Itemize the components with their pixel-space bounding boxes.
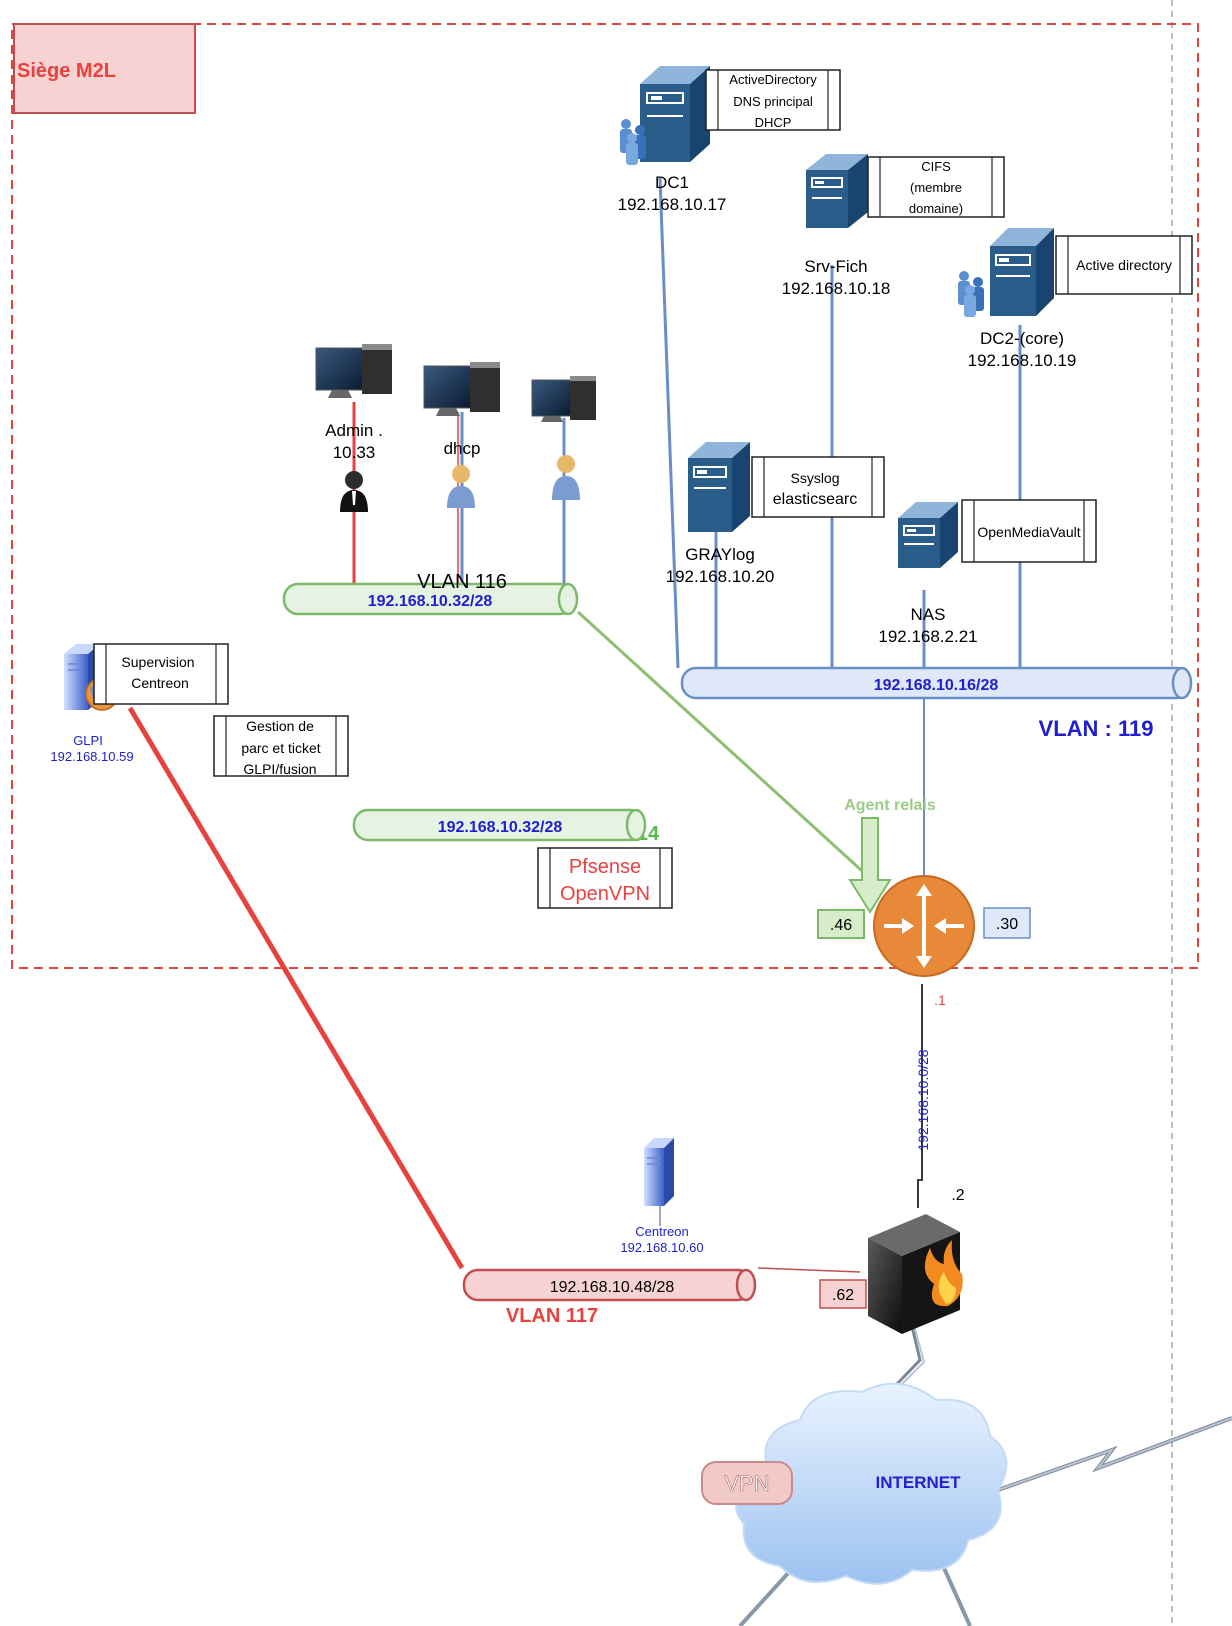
centreon-ip: 192.168.10.60	[620, 1240, 703, 1255]
glpi-box1-line-2: Centreon	[131, 675, 189, 691]
admin-client-ip: 10.33	[333, 443, 376, 462]
nas-ip: 192.168.2.21	[878, 627, 977, 646]
srvfich-ip: 192.168.10.18	[782, 279, 891, 298]
nas-role-1: OpenMediaVault	[977, 524, 1080, 540]
router-bottom-port: .1	[934, 992, 946, 1008]
vpn-label: VPN	[724, 1471, 769, 1496]
graylog-ip: 192.168.10.20	[666, 567, 775, 586]
admin-computer-icon	[315, 344, 392, 398]
graylog-role-box: Ssyslog elasticsearc	[751, 456, 885, 518]
glpi-gestion-box: Gestion de parc et ticket GLPI/fusion	[213, 715, 349, 777]
srvfich-role-1: CIFS	[921, 159, 951, 174]
dc1-role-box: ActiveDirectory DNS principal DHCP	[705, 69, 841, 131]
pfsense-line-1: Pfsense	[569, 856, 641, 878]
router-right-port: .30	[996, 916, 1018, 933]
dhcp-computer-icon	[423, 362, 500, 416]
router-left-port-box	[817, 909, 865, 939]
dc1-name: DC1	[655, 173, 689, 192]
glpi-ip: 192.168.10.59	[50, 749, 133, 764]
dc1-users-icon	[620, 119, 646, 165]
vlan119-subnet: 192.168.10.16/28	[874, 677, 999, 694]
glpi-box2-line-2: parc et ticket	[241, 740, 320, 756]
admin-client-name: Admin .	[325, 421, 383, 440]
vlan116-subnet: 192.168.10.32/28	[368, 593, 493, 610]
glpi-supervision-box: Supervision Centreon	[93, 643, 229, 705]
user3-user-icon	[552, 455, 580, 500]
dhcp-user-icon	[447, 465, 475, 508]
vlan119-label: VLAN : 119	[1039, 716, 1154, 741]
glpi-name: GLPI	[73, 733, 103, 748]
agent-relais-arrow-icon	[848, 817, 892, 914]
wan-subnet: 192.168.10.0/28	[915, 1049, 931, 1150]
firewall-top-port: .2	[951, 1187, 964, 1204]
vlan116-bus: 192.168.10.32/28	[282, 582, 579, 616]
vlan119-bus: 192.168.10.16/28	[680, 666, 1193, 700]
site-label: Siège M2L	[17, 60, 116, 82]
dc2-server-icon	[990, 228, 1054, 316]
pfsense-box: Pfsense OpenVPN	[537, 847, 673, 909]
router-icon	[873, 875, 975, 977]
router-right-port-box	[983, 907, 1031, 939]
graylog-name: GRAYlog	[685, 545, 755, 564]
site-label-box	[13, 23, 196, 114]
dc2-name: DC2-(core)	[980, 329, 1064, 348]
vlan117-subnet: 192.168.10.48/28	[550, 1279, 675, 1296]
dc1-ip: 192.168.10.17	[618, 195, 727, 214]
vlan117-label: VLAN 117	[506, 1305, 598, 1327]
vlan117-bus: 192.168.10.48/28	[462, 1268, 757, 1302]
dc2-role-box: Active directory	[1055, 235, 1193, 295]
glpi-box2-line-3: GLPI/fusion	[243, 761, 316, 777]
site-boundary	[11, 23, 1199, 969]
firewall-left-port: .62	[832, 1287, 854, 1304]
nas-role-box: OpenMediaVault	[961, 499, 1097, 563]
connections	[127, 177, 1232, 1626]
vlan116-label: VLAN 116	[417, 571, 507, 593]
internet-cloud-icon	[735, 1382, 1008, 1585]
firewall-left-port-box	[819, 1279, 867, 1309]
pfsense-line-2: OpenVPN	[560, 883, 650, 905]
dc2-ip: 192.168.10.19	[968, 351, 1077, 370]
agent-relais-label: Agent relais	[844, 797, 936, 814]
nas-name: NAS	[911, 605, 946, 624]
srvfich-role-box: CIFS (membre domaine)	[867, 156, 1005, 218]
srvfich-server-icon	[806, 154, 868, 228]
user3-computer-icon	[531, 376, 596, 422]
srvfich-name: Srv-Fich	[804, 257, 867, 276]
dc1-role-1: ActiveDirectory	[729, 72, 817, 87]
dc1-role-2: DNS principal	[733, 94, 813, 109]
dc2-users-icon	[958, 271, 984, 317]
dc1-server-icon	[640, 66, 710, 162]
internet-label: INTERNET	[876, 1473, 962, 1492]
centreon-name: Centreon	[635, 1224, 688, 1239]
dc1-role-3: DHCP	[755, 115, 792, 130]
vpn-badge	[701, 1461, 793, 1505]
admin-user-icon	[340, 471, 368, 512]
centreon-server-icon	[644, 1138, 674, 1206]
vpn-bus: 14 192.168.10.32/28	[352, 808, 660, 845]
nas-server-icon	[898, 502, 958, 568]
dhcp-client-name: dhcp	[444, 439, 481, 458]
srvfich-role-3: domaine)	[909, 201, 963, 216]
glpi-box1-line-1: Supervision	[121, 654, 194, 670]
glpi-box2-line-1: Gestion de	[246, 718, 314, 734]
firewall-icon	[868, 1214, 963, 1334]
dc2-role-1: Active directory	[1076, 257, 1172, 273]
vpn-bus-subnet: 192.168.10.32/28	[438, 819, 563, 836]
router-left-port: .46	[830, 917, 852, 934]
graylog-role-2: elasticsearc	[773, 491, 857, 508]
graylog-server-icon	[688, 442, 750, 532]
graylog-role-1: Ssyslog	[790, 470, 839, 486]
srvfich-role-2: (membre	[910, 180, 962, 195]
